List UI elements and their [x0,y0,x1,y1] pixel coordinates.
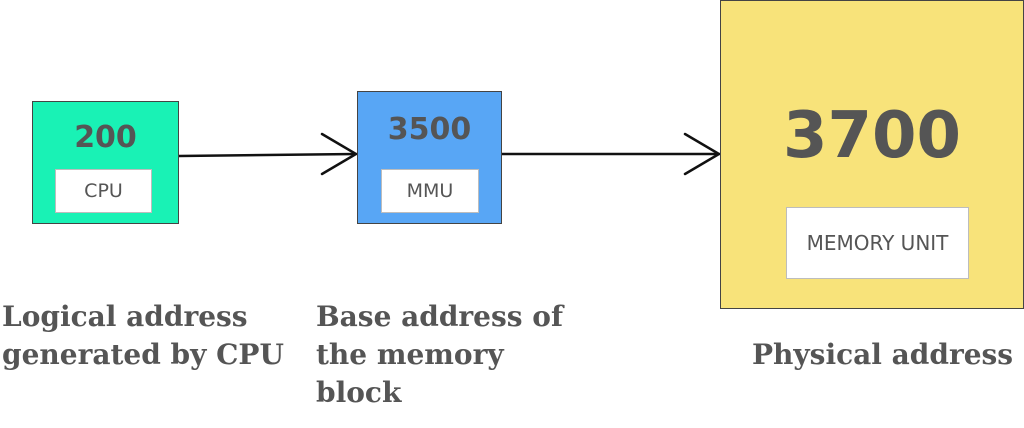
memory-unit-box: 3700 MEMORY UNIT [720,0,1024,309]
cpu-box: 200 CPU [32,101,179,224]
mmu-box: 3500 MMU [357,91,502,224]
cpu-value: 200 [74,120,137,155]
logical-address-caption: Logical address generated by CPU [2,300,284,371]
memory-value: 3700 [782,99,962,173]
mmu-value: 3500 [387,112,472,147]
arrow-cpu-to-mmu [177,132,359,176]
mmu-label: MMU [381,169,479,213]
arrow-mmu-to-memory [500,132,722,176]
memory-label: MEMORY UNIT [786,207,969,279]
base-address-caption: Base address of the memory block [316,300,563,409]
physical-address-caption: Physical address [752,338,1014,371]
cpu-label: CPU [55,169,152,213]
